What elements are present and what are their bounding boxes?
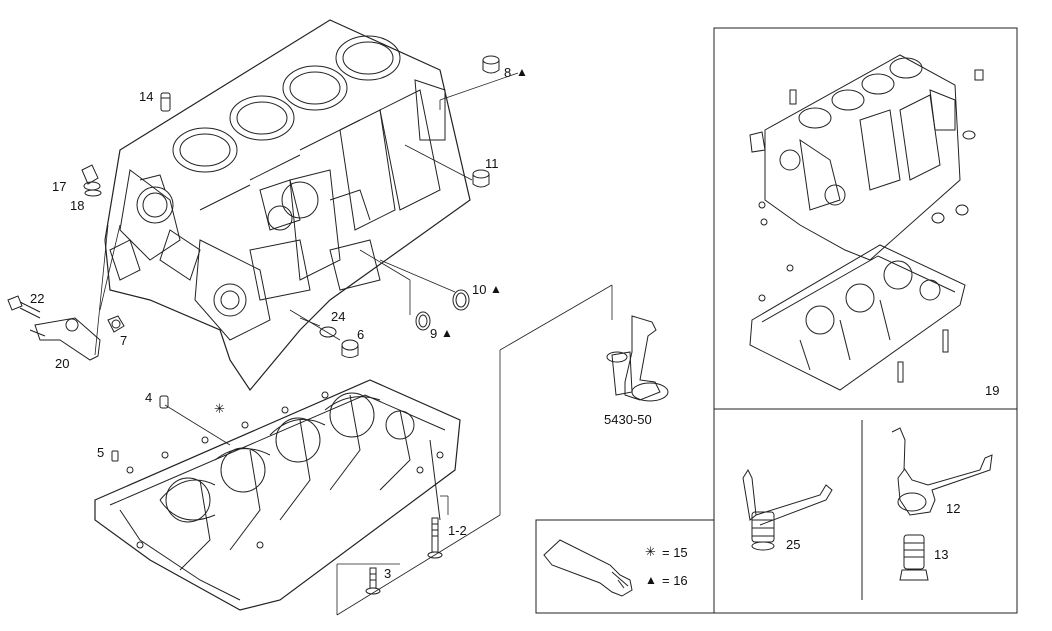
callout-11: 11 [485,156,499,171]
callout-25: 25 [786,537,801,552]
leader-lines [94,72,613,616]
triangle-marker-8: ▲ [516,65,528,79]
star-marker-block: ✳ [214,401,225,416]
callout-10: 10 [472,282,487,297]
callout-8: 8 [504,65,512,80]
callout-24: 24 [331,309,346,324]
callout-1-2: 1-2 [448,523,467,538]
o-ring-24 [319,326,337,338]
legend-star-label: = 15 [662,545,688,560]
callout-3: 3 [384,566,392,581]
bushing-6 [341,339,359,358]
part-13-plug [899,534,929,581]
callout-19: 19 [985,383,1000,398]
seal-9 [415,311,431,331]
seal-plug-8 [482,55,500,74]
plug-11 [472,169,490,188]
bedplate-assembly-19 [749,244,966,391]
sensor-20 [29,317,101,361]
reference-5430-50: 5430-50 [604,412,652,427]
sealant-box [535,519,715,614]
callout-4: 4 [145,390,153,405]
block-assembly-19 [749,54,984,261]
triangle-marker-10: ▲ [490,282,502,296]
callout-6: 6 [357,327,365,342]
part-25-oil-jet [742,468,833,551]
pin-5 [111,450,119,462]
plug-17 [81,164,102,197]
callout-9: 9 [430,326,438,341]
part-12-bracket [891,427,993,516]
upper-cylinder-block [104,19,471,392]
oil-suction-pipe [606,315,669,402]
legend-triangle-icon: ▲ [645,573,657,587]
callout-7: 7 [120,333,128,348]
dowel-4 [159,395,169,409]
bolt-1-2 [427,517,443,559]
callout-13: 13 [934,547,949,562]
callout-18: 18 [70,198,85,213]
legend-star-icon: ✳ [645,544,656,559]
lower-bedplate [94,379,461,611]
legend-triangle-label: = 16 [662,573,688,588]
right-panel-frame [713,27,1018,614]
callout-14: 14 [139,89,154,104]
bolt-3 [365,567,381,595]
callout-12: 12 [946,501,961,516]
seal-10 [452,289,470,311]
callout-22: 22 [30,291,45,306]
callout-5: 5 [97,445,105,460]
dowel-pin-14 [160,92,171,112]
plug-7 [107,315,125,333]
callout-20: 20 [55,356,70,371]
triangle-marker-9: ▲ [441,326,453,340]
callout-17: 17 [52,179,67,194]
bolt-22 [7,295,41,319]
